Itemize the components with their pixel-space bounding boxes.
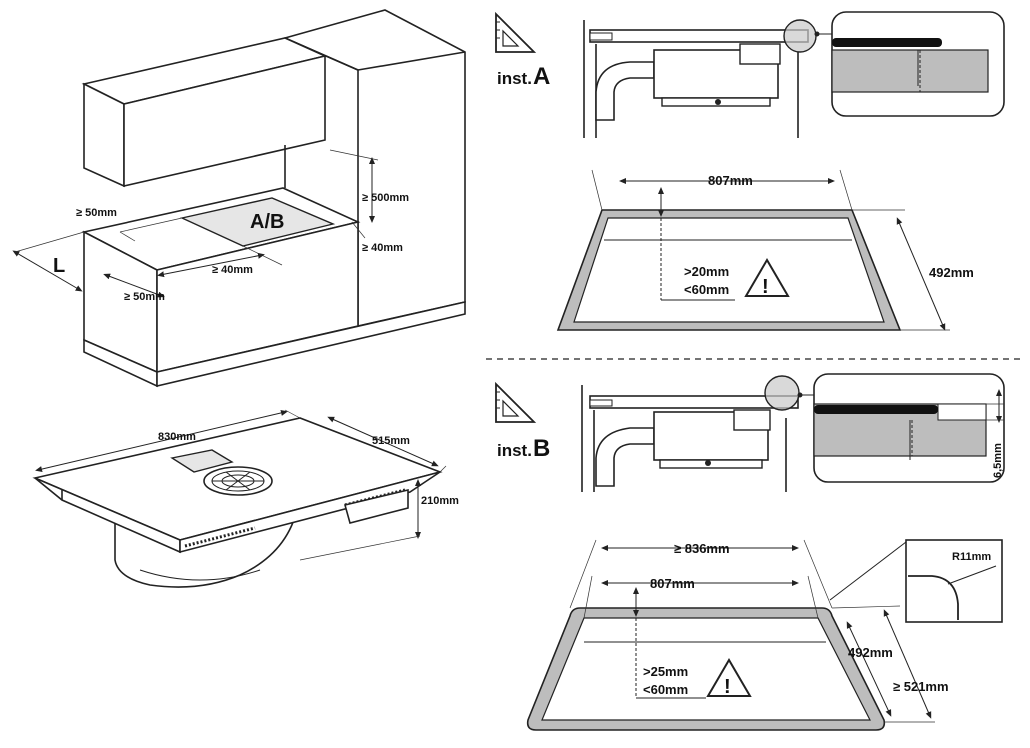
inst-b-gap-min: >25mm — [643, 664, 688, 679]
overhead-clearance-label: ≥ 500mm — [362, 192, 409, 204]
appliance-depth-label: 515mm — [372, 435, 410, 447]
inst-b-outer-depth: ≥ 521mm — [893, 679, 949, 694]
side-clearance-top-label: ≥ 50mm — [76, 207, 117, 219]
inst-b-cutout-plan: ! — [526, 539, 935, 731]
inst-a-prefix: inst. — [497, 69, 532, 88]
inst-a-gap-min: >20mm — [684, 264, 729, 279]
inst-a-cutout-depth: 492mm — [929, 265, 974, 280]
inst-b-section-view — [581, 375, 814, 492]
inst-a-set-square-icon — [495, 11, 537, 53]
inst-a-gap-max: <60mm — [684, 282, 729, 297]
kitchen-layout-diagram — [12, 9, 466, 388]
inst-b-inner-width: 807mm — [650, 576, 695, 591]
cutout-label: A/B — [250, 211, 284, 233]
appliance-width-label: 830mm — [158, 431, 196, 443]
inst-b-prefix: inst. — [497, 441, 532, 460]
inst-b-corner-radius-detail — [905, 539, 1003, 623]
inst-b-letter: B — [533, 435, 550, 462]
appliance-drawing — [32, 409, 447, 588]
svg-text:!: ! — [762, 276, 769, 298]
inst-b-recess-depth: 6,5mm — [992, 443, 1004, 478]
appliance-height-label: 210mm — [421, 495, 459, 507]
inst-b-gap-max: <60mm — [643, 682, 688, 697]
front-clearance-label: ≥ 40mm — [212, 264, 253, 276]
depth-label: L — [53, 255, 65, 277]
inst-b-detail-zoom — [813, 373, 1005, 483]
inst-a-cutout-width: 807mm — [708, 173, 753, 188]
inst-a-warning-triangle-icon: ! — [744, 258, 790, 298]
inst-a-letter: A — [533, 63, 550, 90]
side-clearance-bottom-label: ≥ 50mm — [124, 291, 165, 303]
svg-text:!: ! — [724, 676, 731, 698]
rear-clearance-label: ≥ 40mm — [362, 242, 403, 254]
inst-a-detail-zoom — [831, 11, 1005, 117]
inst-a-section-view — [583, 19, 832, 138]
inst-b-outer-width: ≥ 836mm — [674, 541, 730, 556]
inst-b-inner-depth: 492mm — [848, 645, 893, 660]
inst-b-warning-triangle-icon: ! — [706, 658, 752, 698]
inst-b-set-square-icon — [495, 381, 537, 423]
inst-a-cutout-plan: ! — [556, 169, 950, 331]
inst-b-corner-radius: R11mm — [952, 551, 991, 563]
